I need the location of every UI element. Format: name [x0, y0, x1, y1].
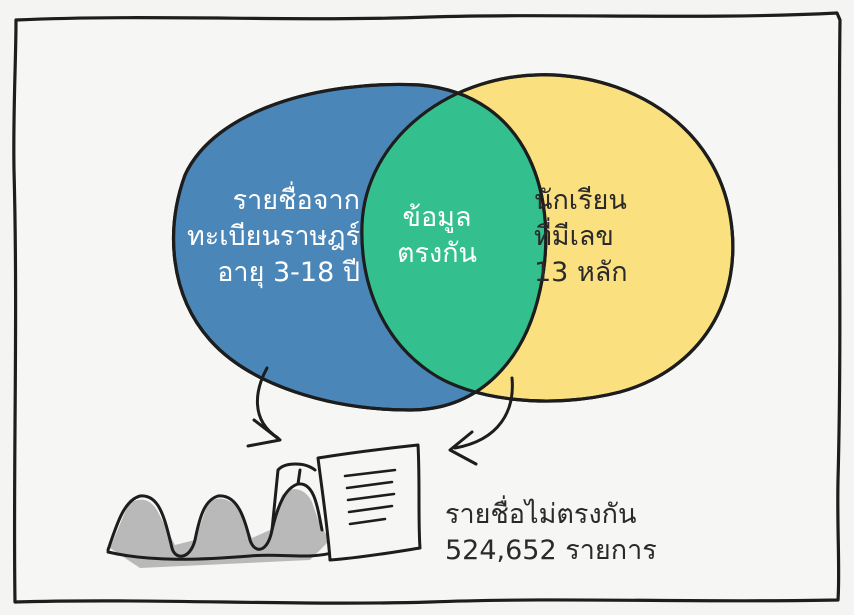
result-label: รายชื่อไม่ตรงกัน 524,652 รายการ: [445, 497, 657, 569]
overlap-region: [361, 84, 546, 402]
overlap-label: ข้อมูล ตรงกัน: [372, 200, 502, 272]
left-label-line-2: ทะเบียนราษฎร์: [186, 221, 360, 252]
overlap-label-line-1: ข้อมูล: [402, 202, 472, 233]
overlap-label-line-2: ตรงกัน: [396, 238, 478, 269]
right-label-line-2: ที่มีเลข: [534, 221, 614, 252]
left-arrow-icon: [246, 366, 282, 448]
result-label-line-1: รายชื่อไม่ตรงกัน: [445, 499, 637, 530]
right-label-line-3: 13 หลัก: [534, 257, 628, 288]
right-circle-label: นักเรียน ที่มีเลข 13 หลัก: [534, 183, 628, 291]
left-label-line-3: อายุ 3-18 ปี: [217, 257, 360, 288]
result-label-line-2: 524,652 รายการ: [445, 535, 657, 566]
left-label-line-1: รายชื่อจาก: [232, 185, 360, 216]
paper-scroll-icon: [106, 443, 422, 568]
right-arrow-icon: [448, 376, 514, 466]
left-circle-label: รายชื่อจาก ทะเบียนราษฎร์ อายุ 3-18 ปี: [187, 183, 360, 291]
right-label-line-1: นักเรียน: [534, 185, 627, 216]
